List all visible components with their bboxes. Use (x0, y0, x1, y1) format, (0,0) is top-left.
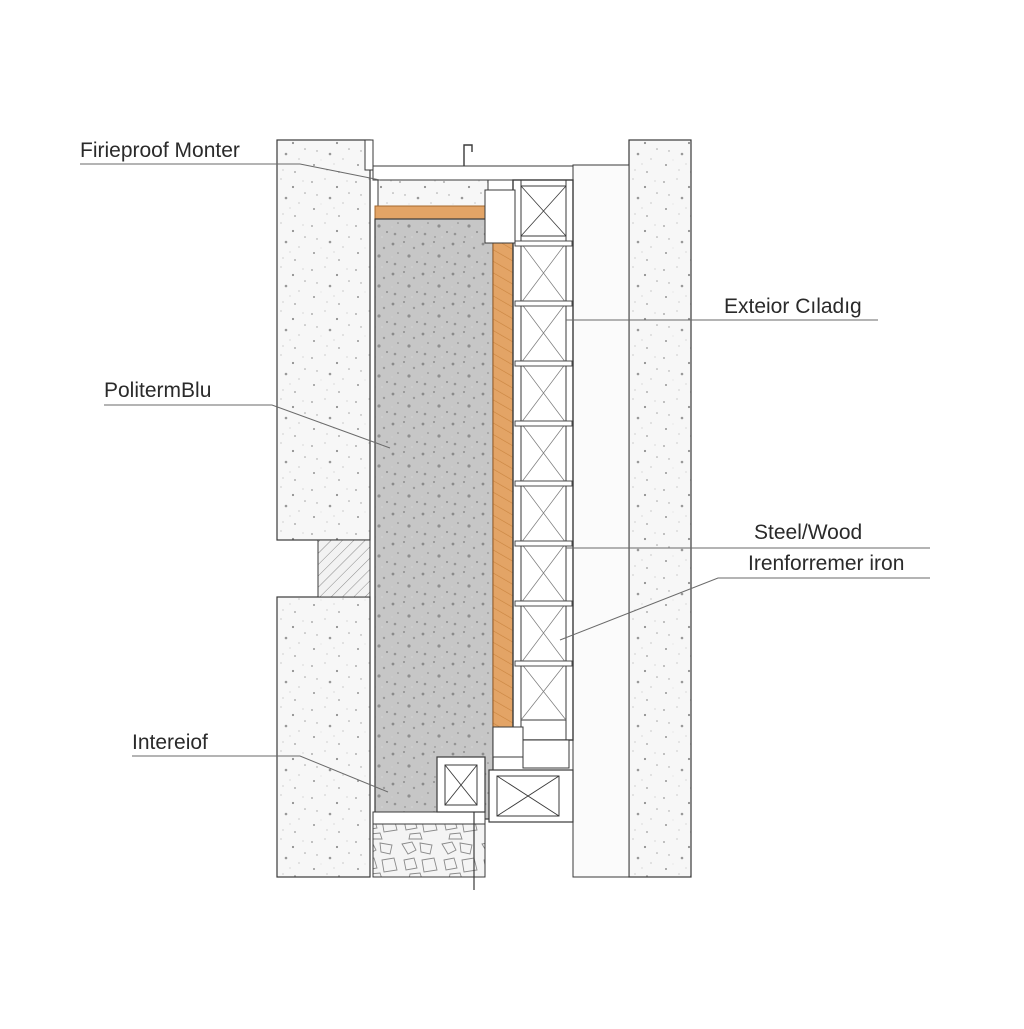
top-cap-insulation (377, 179, 489, 207)
bottom-connector (492, 726, 524, 758)
truss-diagonal (520, 602, 567, 664)
steel-column (512, 179, 574, 741)
top-hook (463, 144, 473, 166)
top-left-post (364, 139, 374, 171)
leader-lines (80, 163, 930, 793)
bottom-plate (372, 811, 486, 825)
timber-board (492, 242, 514, 728)
truss-plate (514, 540, 573, 547)
truss-diagonal (520, 302, 567, 364)
left-concrete-wall-lower (276, 596, 371, 878)
truss-plate (514, 300, 573, 307)
truss-plate (514, 600, 573, 607)
leader-interior (132, 755, 389, 793)
label-exterior-cladding: Exteior Cıladıg (724, 295, 862, 318)
label-reinforcement-iron: Irenforremer iron (748, 552, 904, 575)
bottom-right-block (488, 769, 574, 823)
truss-diagonal (520, 422, 567, 484)
top-connector (484, 189, 516, 244)
truss-plate (514, 240, 573, 247)
label-fireproof-mortar: Firieproof Monter (80, 139, 240, 162)
right-concrete-wall (628, 139, 692, 878)
leader-reinforcement (559, 577, 930, 641)
truss-plate (514, 360, 573, 367)
truss-diagonal (520, 362, 567, 424)
truss-plate (514, 660, 573, 667)
bottom-right-block-inner (496, 775, 560, 817)
bottom-right-block-cross (496, 775, 560, 817)
air-gap-panel (572, 164, 630, 878)
bottom-rubble-fill (372, 823, 486, 878)
bottom-connector-2 (522, 739, 570, 769)
label-steel-wood: Steel/Wood (754, 521, 862, 544)
top-cap-plate (372, 165, 574, 181)
fireproof-strip (374, 205, 486, 220)
truss-plate (514, 480, 573, 487)
polyterm-core (374, 218, 494, 820)
top-connector-2-cross (520, 185, 567, 237)
leader-polyterm (104, 404, 391, 449)
label-polyterm: PolitermBlu (104, 379, 211, 402)
truss-diagonal (520, 482, 567, 544)
truss-plate (514, 420, 573, 427)
leader-fireproof (80, 163, 381, 181)
bottom-left-block-cross (444, 764, 478, 806)
left-concrete-wall-upper (276, 139, 371, 541)
truss-diagonal (520, 542, 567, 604)
truss-diagonal (520, 662, 567, 721)
steel-truss-cells (514, 240, 573, 721)
bottom-left-block-inner (444, 764, 478, 806)
label-interior: Intereiof (132, 731, 208, 754)
wall-gap-brick (317, 539, 371, 598)
truss-diagonal (520, 242, 567, 304)
